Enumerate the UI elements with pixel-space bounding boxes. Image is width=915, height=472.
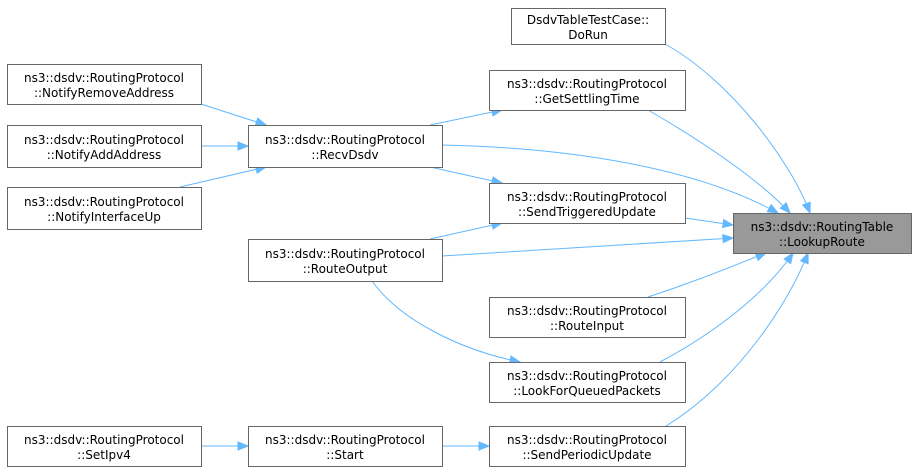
node-box	[7, 64, 202, 105]
node-box	[511, 8, 666, 45]
arrowhead-icon	[237, 141, 250, 151]
node-label-method: DoRun	[568, 28, 608, 42]
node-label-method: ::RouteOutput	[303, 262, 388, 276]
node-label-scope: ns3::dsdv::RoutingProtocol	[265, 433, 425, 447]
arrowhead-icon	[237, 441, 250, 451]
node-box	[489, 362, 686, 403]
edge-start-to-send-periodic-update	[442, 441, 491, 451]
edge-line	[371, 280, 521, 363]
node-route-input[interactable]: ns3::dsdv::RoutingProtocol::RouteInput	[489, 297, 686, 338]
node-label-method: ::NotifyAddAddress	[47, 148, 162, 162]
edge-set-ipv4-to-start	[201, 441, 250, 451]
node-box	[489, 70, 686, 111]
node-label-scope: ns3::dsdv::RoutingTable	[751, 220, 894, 234]
node-label-scope: ns3::dsdv::RoutingProtocol	[24, 433, 184, 447]
node-label-scope: ns3::dsdv::RoutingProtocol	[24, 195, 184, 209]
node-notify-add-address[interactable]: ns3::dsdv::RoutingProtocol::NotifyAddAdd…	[7, 125, 202, 168]
node-box	[7, 187, 202, 230]
node-box	[248, 426, 443, 467]
node-start[interactable]: ns3::dsdv::RoutingProtocol::Start	[248, 426, 443, 467]
edge-line	[441, 144, 779, 214]
node-box	[248, 239, 443, 282]
edge-line	[429, 222, 503, 240]
node-label-method: ::SetIpv4	[77, 448, 131, 462]
arrowhead-icon	[779, 202, 791, 214]
edge-line	[665, 252, 809, 427]
node-label-method: ::SendTriggeredUpdate	[518, 205, 656, 219]
node-label-method: ::Start	[326, 448, 364, 462]
node-label-method: ::SendPeriodicUpdate	[522, 448, 651, 462]
node-label-method: ::NotifyInterfaceUp	[47, 210, 161, 224]
edge-look-for-queued-packets-to-lookup-route	[659, 251, 794, 363]
node-box	[7, 125, 202, 168]
arrowhead-icon	[783, 251, 794, 265]
node-recv-dsdv[interactable]: ns3::dsdv::RoutingProtocol::RecvDsdv	[248, 125, 443, 168]
arrowhead-icon	[721, 218, 735, 229]
node-label-scope: ns3::dsdv::RoutingProtocol	[507, 77, 667, 91]
edge-recv-dsdv-to-lookup-route	[441, 144, 780, 214]
node-get-settling-time[interactable]: ns3::dsdv::RoutingProtocol::GetSettlingT…	[489, 70, 686, 111]
node-label-method: ::NotifyRemoveAddress	[34, 86, 174, 100]
edge-get-settling-time-to-lookup-route	[647, 109, 791, 214]
node-label-method: ::GetSettlingTime	[534, 92, 639, 106]
edge-line	[647, 252, 767, 298]
node-lookup-route[interactable]: ns3::dsdv::RoutingTable::LookupRoute	[733, 213, 912, 254]
node-notify-interface-up[interactable]: ns3::dsdv::RoutingProtocol::NotifyInterf…	[7, 187, 202, 230]
edge-notify-add-address-to-recv-dsdv	[201, 141, 250, 151]
node-label-scope: DsdvTableTestCase::	[527, 13, 649, 27]
node-send-periodic-update[interactable]: ns3::dsdv::RoutingProtocol::SendPeriodic…	[489, 426, 686, 467]
node-box	[489, 297, 686, 338]
node-label-scope: ns3::dsdv::RoutingProtocol	[507, 304, 667, 318]
edge-line	[429, 109, 503, 126]
edge-line	[441, 237, 734, 257]
node-label-scope: ns3::dsdv::RoutingProtocol	[507, 369, 667, 383]
edge-send-periodic-update-to-lookup-route	[665, 251, 809, 427]
arrowhead-icon	[254, 117, 268, 127]
node-box	[248, 125, 443, 168]
node-label-method: ::RouteInput	[550, 319, 624, 333]
edge-notify-interface-up-to-recv-dsdv	[179, 164, 268, 188]
edge-line	[664, 43, 811, 214]
edge-line	[200, 103, 267, 126]
edge-do-run-to-lookup-route	[664, 43, 811, 215]
edge-line	[659, 252, 794, 363]
node-box	[489, 426, 686, 467]
arrowhead-icon	[801, 201, 811, 215]
node-notify-remove-address[interactable]: ns3::dsdv::RoutingProtocol::NotifyRemove…	[7, 64, 202, 105]
node-label-scope: ns3::dsdv::RoutingProtocol	[265, 247, 425, 261]
node-label-scope: ns3::dsdv::RoutingProtocol	[24, 71, 184, 85]
arrowhead-icon	[799, 251, 809, 265]
edge-line	[647, 109, 791, 214]
arrowhead-icon	[478, 441, 491, 451]
node-label-scope: ns3::dsdv::RoutingProtocol	[24, 133, 184, 147]
edge-send-triggered-update-to-lookup-route	[684, 217, 735, 229]
call-graph-nodes: ns3::dsdv::RoutingTable::LookupRoute Dsdv…	[7, 8, 912, 467]
edge-route-output-to-lookup-route	[441, 233, 735, 257]
node-do-run[interactable]: DsdvTableTestCase::DoRun	[511, 8, 666, 45]
node-label-scope: ns3::dsdv::RoutingProtocol	[507, 190, 667, 204]
node-label-scope: ns3::dsdv::RoutingProtocol	[265, 133, 425, 147]
node-label-scope: ns3::dsdv::RoutingProtocol	[507, 433, 667, 447]
node-box	[7, 426, 202, 467]
edge-line	[179, 166, 267, 188]
node-box	[733, 213, 912, 254]
arrowhead-icon	[766, 203, 780, 214]
call-graph-edges	[179, 43, 811, 451]
node-label-method: ::RecvDsdv	[311, 148, 378, 162]
edge-line	[429, 166, 503, 184]
node-box	[489, 183, 686, 224]
node-label-method: ::LookupRoute	[779, 235, 865, 249]
node-route-output[interactable]: ns3::dsdv::RoutingProtocol::RouteOutput	[248, 239, 443, 282]
edge-route-input-to-lookup-route	[647, 252, 768, 298]
node-label-method: ::LookForQueuedPackets	[513, 384, 661, 398]
edge-recv-dsdv-to-send-triggered-update	[429, 166, 504, 186]
node-look-for-queued-packets[interactable]: ns3::dsdv::RoutingProtocol::LookForQueue…	[489, 362, 686, 403]
node-set-ipv4[interactable]: ns3::dsdv::RoutingProtocol::SetIpv4	[7, 426, 202, 467]
node-send-triggered-update[interactable]: ns3::dsdv::RoutingProtocol::SendTriggere…	[489, 183, 686, 224]
arrowhead-icon	[722, 233, 735, 244]
edge-notify-remove-address-to-recv-dsdv	[200, 103, 268, 127]
